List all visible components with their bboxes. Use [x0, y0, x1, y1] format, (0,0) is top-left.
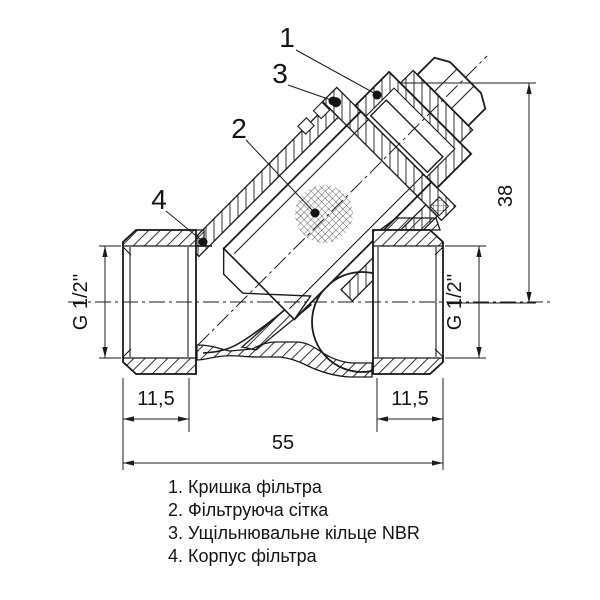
left-port-wall-bottom: [122, 357, 197, 375]
dim-height-38: 38: [402, 82, 536, 304]
dim-total-length-label: 55: [272, 432, 294, 454]
dim-thread-right: G 1/2'': [444, 245, 486, 359]
dim-thread-left-label: G 1/2'': [70, 274, 92, 331]
legend: 1. Кришка фільтра 2. Фільтруюча сітка 3.…: [168, 477, 420, 566]
dim-depth-right-label: 11,5: [391, 388, 428, 410]
legend-item-3: 3. Ущільнювальне кільце NBR: [168, 523, 420, 543]
callout-3: 3: [272, 58, 338, 106]
centerline-branch: [197, 55, 488, 346]
callout-2-number: 2: [231, 113, 247, 144]
o-ring-seal-lower: [429, 196, 450, 217]
right-port-chamfers: [434, 246, 444, 358]
cartridge-inner-wall: [233, 118, 425, 310]
callout-3-dot: [328, 96, 338, 106]
callout-1-number: 1: [279, 22, 295, 53]
neck-step-1: [297, 117, 315, 135]
legend-item-2: 2. Фільтруюча сітка: [168, 500, 329, 520]
left-port-chamfers: [122, 246, 132, 358]
cap-hex-facets: [433, 68, 475, 110]
dim-depth-left: 11,5: [122, 378, 190, 470]
callout-1: 1: [279, 22, 382, 100]
dim-height-label: 38: [495, 185, 517, 207]
callout-3-number: 3: [272, 58, 288, 89]
callout-1-dot: [372, 90, 382, 100]
right-port-wall-bottom: [372, 357, 444, 375]
mesh-region: [295, 185, 353, 243]
dim-depth-left-label: 11,5: [137, 388, 174, 410]
callout-4-dot: [198, 237, 208, 247]
right-port: [372, 229, 444, 375]
legend-item-1: 1. Кришка фільтра: [168, 477, 323, 497]
legend-item-4: 4. Корпус фільтра: [168, 546, 318, 566]
callout-2-dot: [310, 208, 320, 218]
callout-4: 4: [151, 184, 208, 247]
dim-thread-left: G 1/2'': [70, 245, 121, 359]
right-port-wall-top: [372, 229, 444, 247]
dim-total-length: 55: [123, 432, 443, 466]
dim-thread-right-label: G 1/2'': [444, 274, 466, 331]
callout-2: 2: [231, 113, 320, 218]
callout-4-number: 4: [151, 184, 167, 215]
neck-step-2: [312, 101, 331, 120]
dim-depth-right: 11,5: [376, 378, 444, 470]
